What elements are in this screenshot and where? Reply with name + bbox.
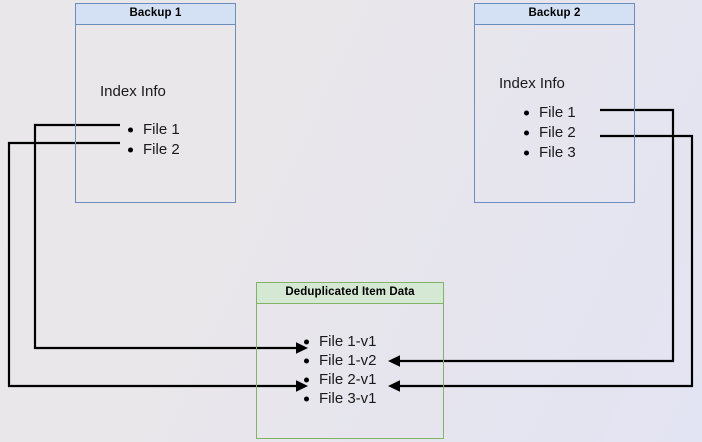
node-dedup-title: Deduplicated Item Data xyxy=(257,283,443,304)
node-backup-2-title: Backup 2 xyxy=(475,4,634,25)
dedup-file-item[interactable]: File 2-v1 xyxy=(304,370,377,389)
dedup-file-item[interactable]: File 1-v2 xyxy=(304,351,377,370)
node-backup-1-title: Backup 1 xyxy=(76,4,235,25)
backup-1-file-list: File 1 File 2 xyxy=(128,120,180,160)
dedup-file-list: File 1-v1 File 1-v2 File 2-v1 File 3-v1 xyxy=(304,332,377,408)
node-dedup-body: File 1-v1 File 1-v2 File 2-v1 File 3-v1 xyxy=(257,304,443,438)
backup-1-index-info-label: Index Info xyxy=(100,83,166,100)
backup-2-file-item[interactable]: File 1 xyxy=(524,103,576,123)
dedup-file-item[interactable]: File 3-v1 xyxy=(304,389,377,408)
node-deduplicated-item-data[interactable]: Deduplicated Item Data File 1-v1 File 1-… xyxy=(256,282,444,439)
backup-2-file-item[interactable]: File 3 xyxy=(524,143,576,163)
node-backup-1-body: Index Info File 1 File 2 xyxy=(76,25,235,202)
backup-2-file-list: File 1 File 2 File 3 xyxy=(524,103,576,163)
dedup-file-item[interactable]: File 1-v1 xyxy=(304,332,377,351)
backup-2-file-item[interactable]: File 2 xyxy=(524,123,576,143)
node-backup-1[interactable]: Backup 1 Index Info File 1 File 2 xyxy=(75,3,236,203)
backup-1-file-item[interactable]: File 1 xyxy=(128,120,180,140)
node-backup-2-body: Index Info File 1 File 2 File 3 xyxy=(475,25,634,202)
node-backup-2[interactable]: Backup 2 Index Info File 1 File 2 File 3 xyxy=(474,3,635,203)
backup-2-index-info-label: Index Info xyxy=(499,75,565,92)
backup-1-file-item[interactable]: File 2 xyxy=(128,140,180,160)
